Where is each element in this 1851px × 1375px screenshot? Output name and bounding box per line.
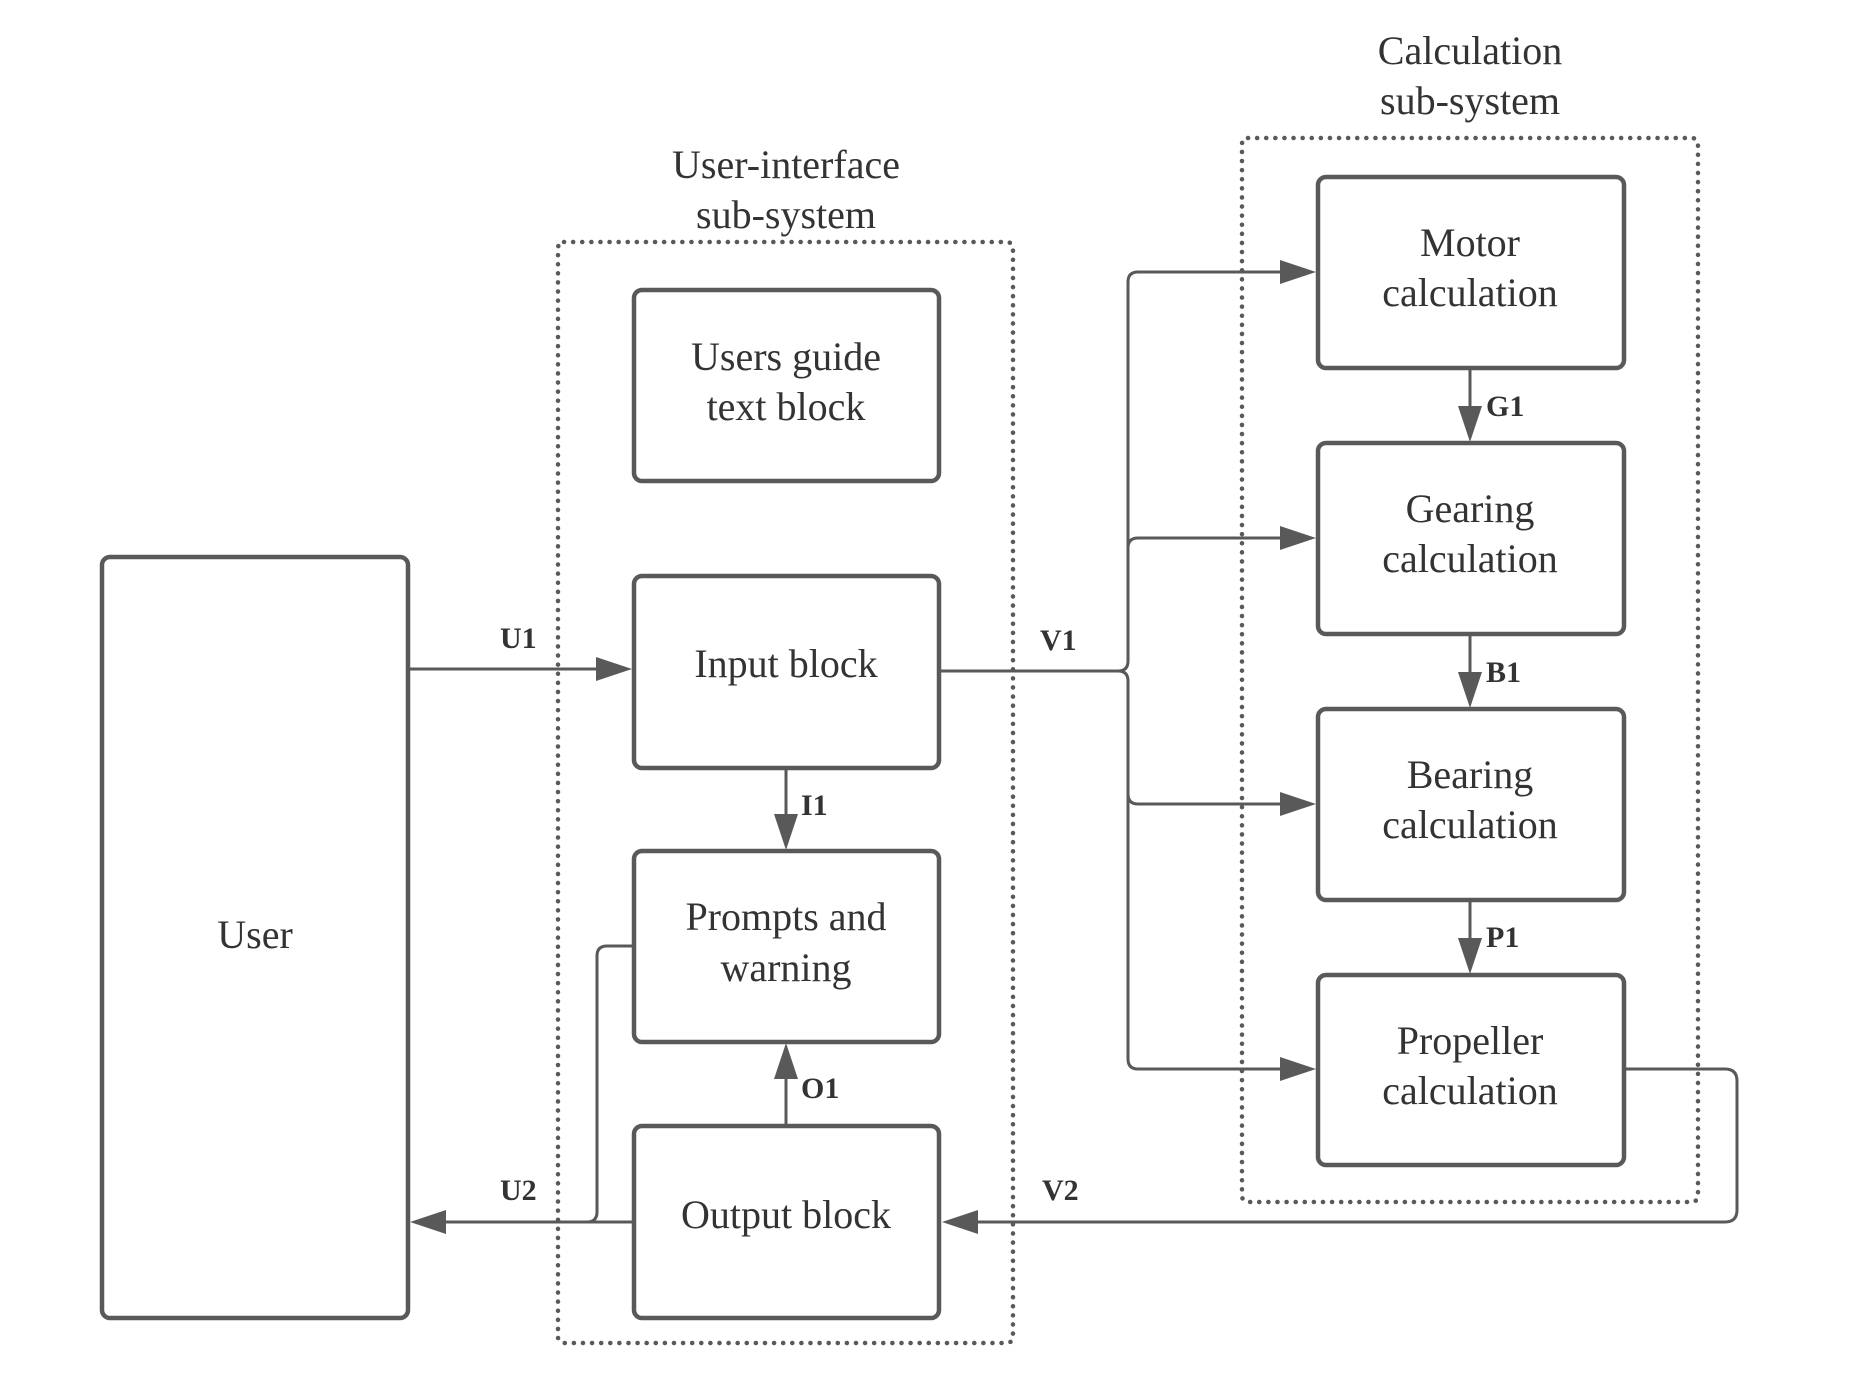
connectors — [408, 260, 1739, 1234]
node-propeller-calculation-box — [1315, 972, 1627, 1168]
node-motor-calculation-box — [1315, 174, 1627, 371]
user-interface-subsystem-title-line1: User-interface — [672, 142, 900, 187]
node-users-guide-label-line2: text block — [707, 384, 866, 429]
node-users-guide-label-line1: Users guide — [691, 334, 881, 379]
calculation-subsystem-title-line1: Calculation — [1378, 28, 1562, 73]
edge-v2-line — [960, 1067, 1739, 1224]
edge-label-p1: P1 — [1486, 921, 1519, 954]
edge-v1-branch-down — [1117, 669, 1296, 1071]
node-input-block-label: Input block — [694, 641, 877, 686]
edge-label-v1: V1 — [1040, 624, 1077, 657]
edge-label-v2: V2 — [1042, 1174, 1079, 1207]
edge-u1-arrowhead — [596, 657, 632, 681]
edge-label-g1: G1 — [1486, 390, 1524, 423]
node-prompts-warning-label-line2: warning — [720, 945, 851, 990]
node-propeller-calculation-label-line2: calculation — [1382, 1068, 1557, 1113]
edge-v1-branch-bearing — [1126, 793, 1296, 806]
node-propeller-calculation: Propeller calculation — [1315, 972, 1627, 1168]
node-bearing-calculation-label-line2: calculation — [1382, 802, 1557, 847]
edge-v1-motor-arrowhead — [1280, 260, 1316, 284]
edge-u2-arrowhead — [410, 1210, 446, 1234]
node-users-guide: Users guide text block — [631, 287, 942, 484]
edge-labels: U1 U2 I1 O1 V1 V2 G1 B1 P1 — [500, 390, 1524, 1207]
edge-label-u1: U1 — [500, 622, 537, 655]
node-input-block: Input block — [631, 573, 942, 771]
node-motor-calculation-label-line1: Motor — [1420, 220, 1520, 265]
node-bearing-calculation: Bearing calculation — [1315, 706, 1627, 903]
edge-v1-propeller-arrowhead — [1280, 1057, 1316, 1081]
node-output-block-box — [631, 1123, 942, 1321]
calculation-subsystem-group: Calculation sub-system — [1239, 28, 1701, 1205]
edge-b1-arrowhead — [1458, 672, 1482, 708]
edge-v1-branch-gearing — [1126, 536, 1296, 549]
node-users-guide-box — [631, 287, 942, 484]
edge-label-o1: O1 — [801, 1072, 839, 1105]
calculation-subsystem-title-line2: sub-system — [1380, 78, 1560, 123]
node-propeller-calculation-label-line1: Propeller — [1397, 1018, 1544, 1063]
user-interface-subsystem-group: User-interface sub-system — [555, 142, 1016, 1346]
node-bearing-calculation-label-line1: Bearing — [1407, 752, 1534, 797]
node-user-label: User — [217, 912, 293, 957]
node-bearing-calculation-box — [1315, 706, 1627, 903]
edge-g1-arrowhead — [1458, 406, 1482, 442]
edge-i1-arrowhead — [774, 814, 798, 850]
node-user: User — [99, 554, 411, 1321]
calculation-subsystem-border — [1239, 135, 1701, 1205]
edge-p1-arrowhead — [1458, 938, 1482, 974]
edge-v2-arrowhead — [942, 1210, 978, 1234]
node-prompts-warning-label-line1: Prompts and — [685, 894, 886, 939]
node-prompts-warning-box — [631, 848, 942, 1045]
node-gearing-calculation: Gearing calculation — [1315, 440, 1627, 637]
node-user-box — [99, 554, 411, 1321]
user-interface-subsystem-title-line2: sub-system — [696, 192, 876, 237]
edge-label-u2: U2 — [500, 1174, 537, 1207]
node-motor-calculation-label-line2: calculation — [1382, 270, 1557, 315]
node-gearing-calculation-box — [1315, 440, 1627, 637]
node-output-block: Output block — [631, 1123, 942, 1321]
node-output-block-label: Output block — [681, 1192, 891, 1237]
node-gearing-calculation-label-line1: Gearing — [1406, 486, 1535, 531]
node-gearing-calculation-label-line2: calculation — [1382, 536, 1557, 581]
edge-o1-arrowhead — [774, 1043, 798, 1079]
node-prompts-warning: Prompts and warning — [631, 848, 942, 1045]
edge-label-i1: I1 — [801, 789, 828, 822]
edge-v1-gearing-arrowhead — [1280, 526, 1316, 550]
node-motor-calculation: Motor calculation — [1315, 174, 1627, 371]
edge-label-b1: B1 — [1486, 656, 1521, 689]
edge-v1-bearing-arrowhead — [1280, 792, 1316, 816]
edge-prompts-to-user-line — [586, 944, 634, 1224]
user-interface-subsystem-border — [555, 239, 1016, 1346]
node-input-block-box — [631, 573, 942, 771]
